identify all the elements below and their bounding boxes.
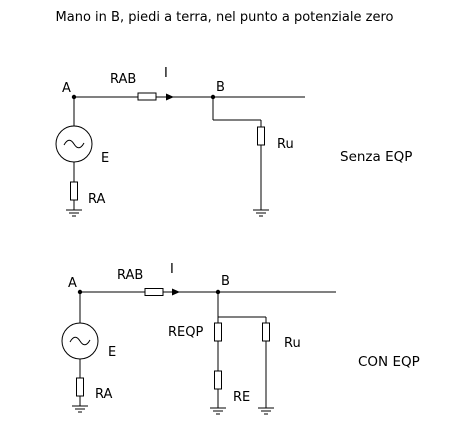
label-ru: Ru — [284, 336, 301, 351]
ground-icon — [210, 407, 226, 415]
resistor-reqp — [214, 322, 222, 342]
label-node-a: A — [62, 81, 71, 96]
ground-icon — [253, 209, 269, 217]
label-source-e: E — [101, 151, 109, 166]
label-rab: RAB — [110, 72, 136, 87]
label-rab: RAB — [117, 268, 143, 283]
resistor-rab — [137, 92, 157, 101]
resistor-rab — [144, 288, 164, 296]
resistor-ru — [262, 322, 270, 342]
sine-wave-icon — [69, 336, 91, 346]
label-re: RE — [233, 390, 250, 405]
label-node-a: A — [68, 276, 77, 291]
caption-senza-eqp: Senza EQP — [340, 149, 412, 165]
label-current: I — [164, 66, 168, 81]
diagram-title: Mano in B, piedi a terra, nel punto a po… — [55, 10, 394, 25]
ground-icon — [72, 405, 88, 413]
current-arrow-icon — [166, 93, 174, 101]
caption-con-eqp: CON EQP — [358, 354, 420, 370]
ground-icon — [66, 209, 82, 217]
resistor-ra — [70, 181, 78, 201]
label-ra: RA — [88, 192, 106, 207]
label-reqp: REQP — [168, 325, 203, 340]
label-ru: Ru — [277, 137, 294, 152]
resistor-ru — [257, 126, 265, 146]
resistor-re — [214, 370, 222, 390]
label-node-b: B — [221, 274, 230, 289]
label-current: I — [170, 262, 174, 277]
label-source-e: E — [108, 345, 116, 360]
sine-wave-icon — [63, 139, 85, 149]
label-node-b: B — [216, 80, 225, 95]
circuit-top: A B RAB I E RA Ru Senza EQP — [55, 66, 412, 217]
current-arrow-icon — [172, 288, 180, 296]
circuit-bottom: A B RAB I E RA REQP Ru RE CON EQP — [61, 262, 420, 415]
label-ra: RA — [95, 387, 113, 402]
ground-icon — [258, 407, 274, 415]
resistor-ra — [76, 377, 84, 397]
